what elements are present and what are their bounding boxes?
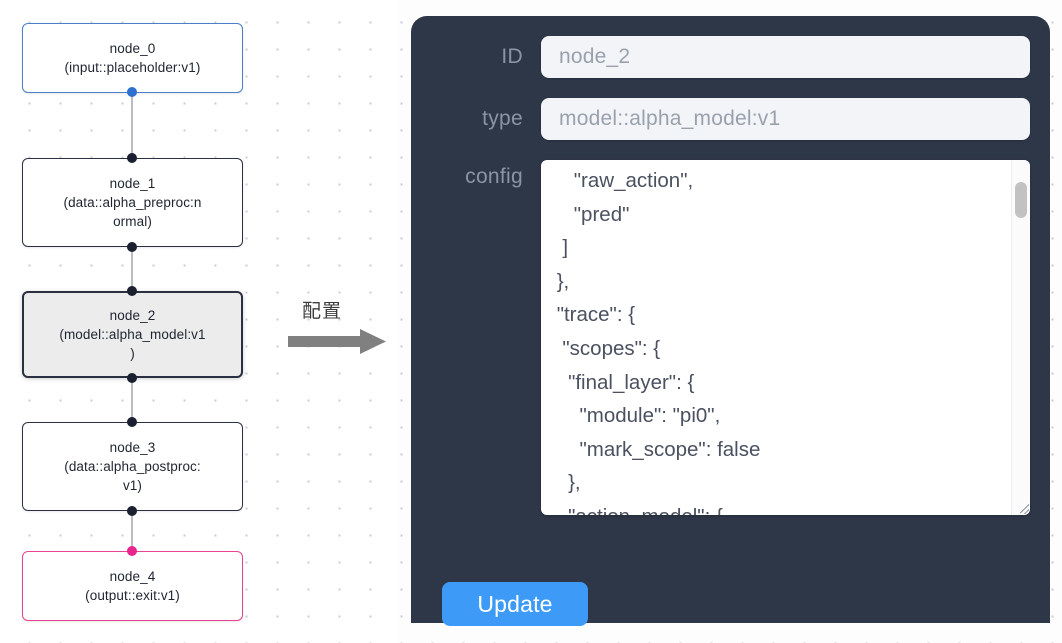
graph-node-node_2[interactable]: node_2 (model::alpha_model:v1 ) [22,291,243,378]
node-handle-source-node_2[interactable] [127,373,137,383]
config-textarea[interactable]: "raw_action", "pred" ] }, "trace": { "sc… [556,169,761,515]
edge-node3-node4 [131,511,133,551]
graph-node-node_1[interactable]: node_1 (data::alpha_preproc:n ormal) [22,158,243,247]
graph-node-label: node_0 (input::placeholder:v1) [64,41,201,75]
node-handle-target-node_3[interactable] [127,417,137,427]
graph-node-node_4[interactable]: node_4 (output::exit:v1) [22,551,243,621]
graph-node-label: node_3 (data::alpha_postproc: v1) [64,440,201,493]
graph-node-label: node_4 (output::exit:v1) [85,569,180,603]
right-arrow-icon [288,329,386,354]
resize-grip-icon[interactable] [1013,498,1029,514]
field-label-id: ID [501,45,523,68]
id-input[interactable]: node_2 [541,36,1030,78]
node-handle-source-node_3[interactable] [127,506,137,516]
node-handle-source-node_1[interactable] [127,242,137,252]
edge-node1-node2 [131,247,133,291]
graph-node-node_0[interactable]: node_0 (input::placeholder:v1) [22,23,243,93]
node-handle-target-node_4[interactable] [127,546,137,556]
field-label-config: config [465,165,523,188]
config-textarea-wrapper: "raw_action", "pred" ] }, "trace": { "sc… [541,160,1030,515]
field-label-type: type [482,107,523,130]
update-button[interactable]: Update [442,582,588,626]
edge-node2-node3 [131,378,133,422]
form-row-id: ID node_2 [431,36,1030,78]
config-flow-annotation: 配置 [288,296,396,360]
graph-node-label: node_2 (model::alpha_model:v1 ) [59,308,206,361]
annotation-caption: 配置 [302,300,343,322]
form-row-config: config "raw_action", "pred" ] }, "trace"… [431,160,1030,515]
node-config-panel: ID node_2 type model::alpha_model:v1 con… [411,16,1050,626]
config-scrollbar[interactable] [1011,160,1030,515]
type-input[interactable]: model::alpha_model:v1 [541,98,1030,140]
node-handle-target-node_2[interactable] [127,286,137,296]
graph-canvas[interactable]: node_0 (input::placeholder:v1) node_1 (d… [0,0,398,643]
node-handle-target-node_1[interactable] [127,153,137,163]
graph-node-node_3[interactable]: node_3 (data::alpha_postproc: v1) [22,422,243,511]
config-scrollbar-thumb[interactable] [1015,182,1027,218]
graph-node-label: node_1 (data::alpha_preproc:n ormal) [63,176,202,229]
node-handle-source-node_0[interactable] [127,87,137,97]
edge-node0-node1 [131,92,133,158]
form-row-type: type model::alpha_model:v1 [431,98,1030,140]
